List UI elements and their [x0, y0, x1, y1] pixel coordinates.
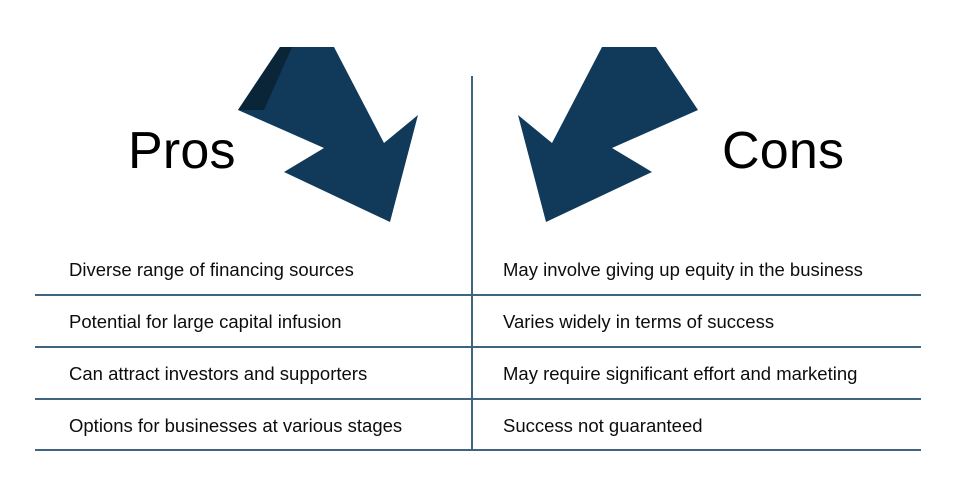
- cons-item-4: Success not guaranteed: [503, 415, 703, 436]
- pros-item-4: Options for businesses at various stages: [69, 415, 403, 436]
- row-divider-2: [35, 346, 921, 348]
- row-divider-1: [35, 294, 921, 296]
- pros-item-3: Can attract investors and supporters: [69, 363, 368, 384]
- cons-item-1: May involve giving up equity in the busi…: [503, 259, 863, 280]
- cons-heading: Cons: [722, 122, 845, 180]
- pros-heading: Pros: [128, 122, 236, 180]
- row-divider-3: [35, 398, 921, 400]
- row-divider-4: [35, 449, 921, 451]
- down-left-arrow-icon: [518, 47, 698, 222]
- pros-item-1: Diverse range of financing sources: [69, 259, 354, 280]
- cons-item-2: Varies widely in terms of success: [503, 311, 775, 332]
- cons-item-3: May require significant effort and marke…: [503, 363, 858, 384]
- down-right-arrow-icon: [238, 47, 418, 222]
- column-divider: [471, 76, 473, 451]
- pros-item-2: Potential for large capital infusion: [69, 311, 342, 332]
